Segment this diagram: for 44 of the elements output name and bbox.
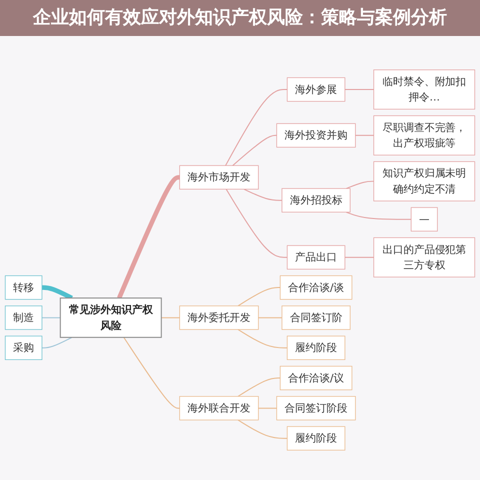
- node-box: 转移: [4, 275, 42, 300]
- node-box: 履约阶段: [286, 336, 346, 360]
- connector: [123, 336, 180, 409]
- connector: [238, 287, 281, 306]
- node-box: 出口的产品侵犯第三方专权: [373, 237, 476, 278]
- connector: [41, 336, 72, 348]
- connector: [346, 212, 412, 220]
- node-box: 合作洽谈/谈: [280, 275, 352, 300]
- node-box: 尽职调查不完善，出产权瑕疵等: [373, 115, 476, 156]
- connector: [238, 378, 281, 397]
- node-box: 海外市场开发: [179, 165, 259, 190]
- node-box: 产品出口: [286, 245, 346, 270]
- connector: [160, 317, 180, 318]
- connector: [41, 285, 73, 300]
- connector: [226, 188, 288, 258]
- node-box: 海外投资并购: [276, 123, 356, 148]
- node-box: 临时禁令、附加扣押令…: [373, 70, 476, 110]
- node-box: 海外联合开发: [179, 396, 259, 420]
- connector: [117, 175, 180, 299]
- node-box: 制造: [4, 306, 42, 330]
- connector: [344, 256, 374, 258]
- node-box: 知识产权归属未明确约约定不清: [373, 161, 476, 202]
- connector: [232, 134, 278, 166]
- title: 企业如何有效应对外知识产权风险：策略与案例分析: [0, 0, 480, 36]
- node-box: 采购: [4, 336, 42, 360]
- connector: [225, 89, 288, 166]
- connector: [344, 89, 374, 90]
- connector: [346, 180, 374, 190]
- connector: [258, 317, 282, 318]
- connector: [354, 134, 374, 136]
- node-box: 合同签订阶: [282, 306, 350, 330]
- node-box: 海外招投标: [282, 188, 350, 212]
- node-box: 海外委托开发: [179, 306, 259, 330]
- node-box: 合同签订阶段: [276, 396, 356, 420]
- connector: [238, 420, 288, 439]
- connector: [41, 317, 61, 318]
- node-box: —: [410, 207, 438, 232]
- connector: [243, 188, 282, 201]
- node-box: 海外参展: [286, 77, 346, 102]
- node-box: 常见涉外知识产权风险: [60, 298, 162, 338]
- node-box: 履约阶段: [286, 426, 346, 450]
- connector: [258, 408, 278, 409]
- node-box: 合作洽谈/议: [280, 366, 352, 390]
- connector: [238, 329, 288, 348]
